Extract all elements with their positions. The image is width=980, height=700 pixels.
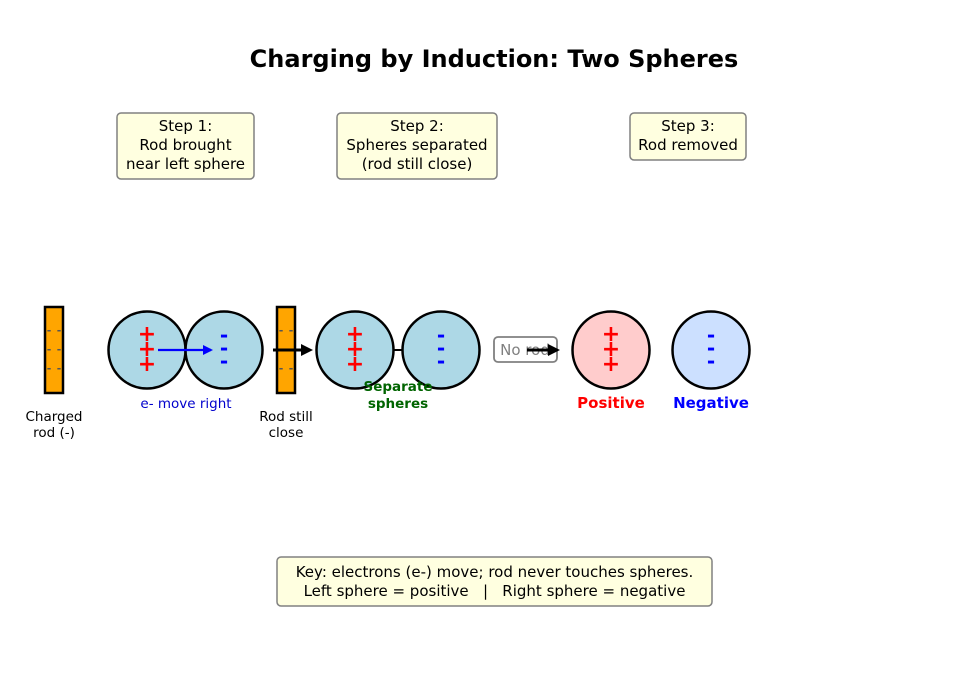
separate-spheres-label-line-1: Separate — [363, 379, 432, 395]
key-line-1: Key: electrons (e-) move; rod never touc… — [296, 563, 694, 581]
positive-label: Positive — [577, 394, 645, 412]
s2l-plus-3: + — [346, 352, 364, 377]
step-1-box: Step 1: Rod brought near left sphere — [116, 112, 255, 180]
s1r-minus-2: - — [220, 336, 228, 360]
s3p-plus-1: + — [602, 322, 620, 347]
no-rod-indicator: No rod — [493, 336, 558, 363]
s3n-minus-1: - — [707, 323, 715, 347]
s3p-plus-2: + — [602, 337, 620, 362]
step-2-box: Step 2: Spheres separated (rod still clo… — [336, 112, 498, 180]
step-2-line-2: Spheres separated — [346, 136, 487, 154]
sphere-2-right: - - - — [401, 310, 481, 390]
rod-1-charge-4: - — [57, 343, 62, 356]
s1l-plus-2: + — [138, 337, 156, 362]
sphere-3-negative: - - - — [671, 310, 751, 390]
charged-rod-label-line-1: Charged — [25, 409, 82, 425]
no-rod-label: No rod — [500, 341, 550, 359]
rod-1-charge-2: - — [57, 324, 62, 337]
negative-label: Negative — [673, 394, 749, 412]
s3n-minus-2: - — [707, 336, 715, 360]
sphere-2-left: + + + — [315, 310, 395, 390]
electron-move-label: e- move right — [140, 396, 231, 412]
rod-still-close-label-line-1: Rod still — [259, 409, 312, 425]
s2l-plus-1: + — [346, 322, 364, 347]
step-3-box: Step 3: Rod removed — [629, 112, 747, 161]
sphere-3-positive: + + + — [571, 310, 651, 390]
step-2-line-3: (rod still close) — [362, 155, 473, 173]
s1r-minus-1: - — [220, 323, 228, 347]
s3n-minus-3: - — [707, 349, 715, 373]
rod-still-close-label-line-2: close — [269, 425, 304, 441]
s1l-plus-3: + — [138, 352, 156, 377]
step-2-line-1: Step 2: — [390, 117, 444, 135]
s2r-minus-2: - — [437, 336, 445, 360]
step-1-line-2: Rod brought — [139, 136, 231, 154]
step-1-line-3: near left sphere — [126, 155, 245, 173]
key-line-2: Left sphere = positive | Right sphere = … — [304, 582, 686, 600]
rod-2-charge-5: - — [279, 362, 284, 375]
rod-2-charge-2: - — [289, 324, 294, 337]
rod-1-charge-6: - — [57, 362, 62, 375]
sphere-1-left: + + + — [107, 310, 187, 390]
rod-1-charge-1: - — [47, 324, 52, 337]
rod-2-charge-1: - — [279, 324, 284, 337]
s1r-minus-3: - — [220, 349, 228, 373]
diagram-title: Charging by Induction: Two Spheres — [250, 45, 739, 73]
step-3-line-1: Step 3: — [661, 117, 715, 135]
rod-1-charge-3: - — [47, 343, 52, 356]
separate-spheres-label-line-2: spheres — [368, 396, 428, 412]
key-box: Key: electrons (e-) move; rod never touc… — [276, 556, 713, 607]
charged-rod-label-line-2: rod (-) — [33, 425, 75, 441]
s2l-plus-2: + — [346, 337, 364, 362]
s2r-minus-1: - — [437, 323, 445, 347]
rod-1-charge-5: - — [47, 362, 52, 375]
step-3-line-2: Rod removed — [638, 136, 738, 154]
s1l-plus-1: + — [138, 322, 156, 347]
charged-rod-1: - - - - - - — [43, 305, 65, 395]
step-1-line-1: Step 1: — [159, 117, 213, 135]
s3p-plus-3: + — [602, 352, 620, 377]
rod-2-charge-6: - — [289, 362, 294, 375]
s2r-minus-3: - — [437, 349, 445, 373]
